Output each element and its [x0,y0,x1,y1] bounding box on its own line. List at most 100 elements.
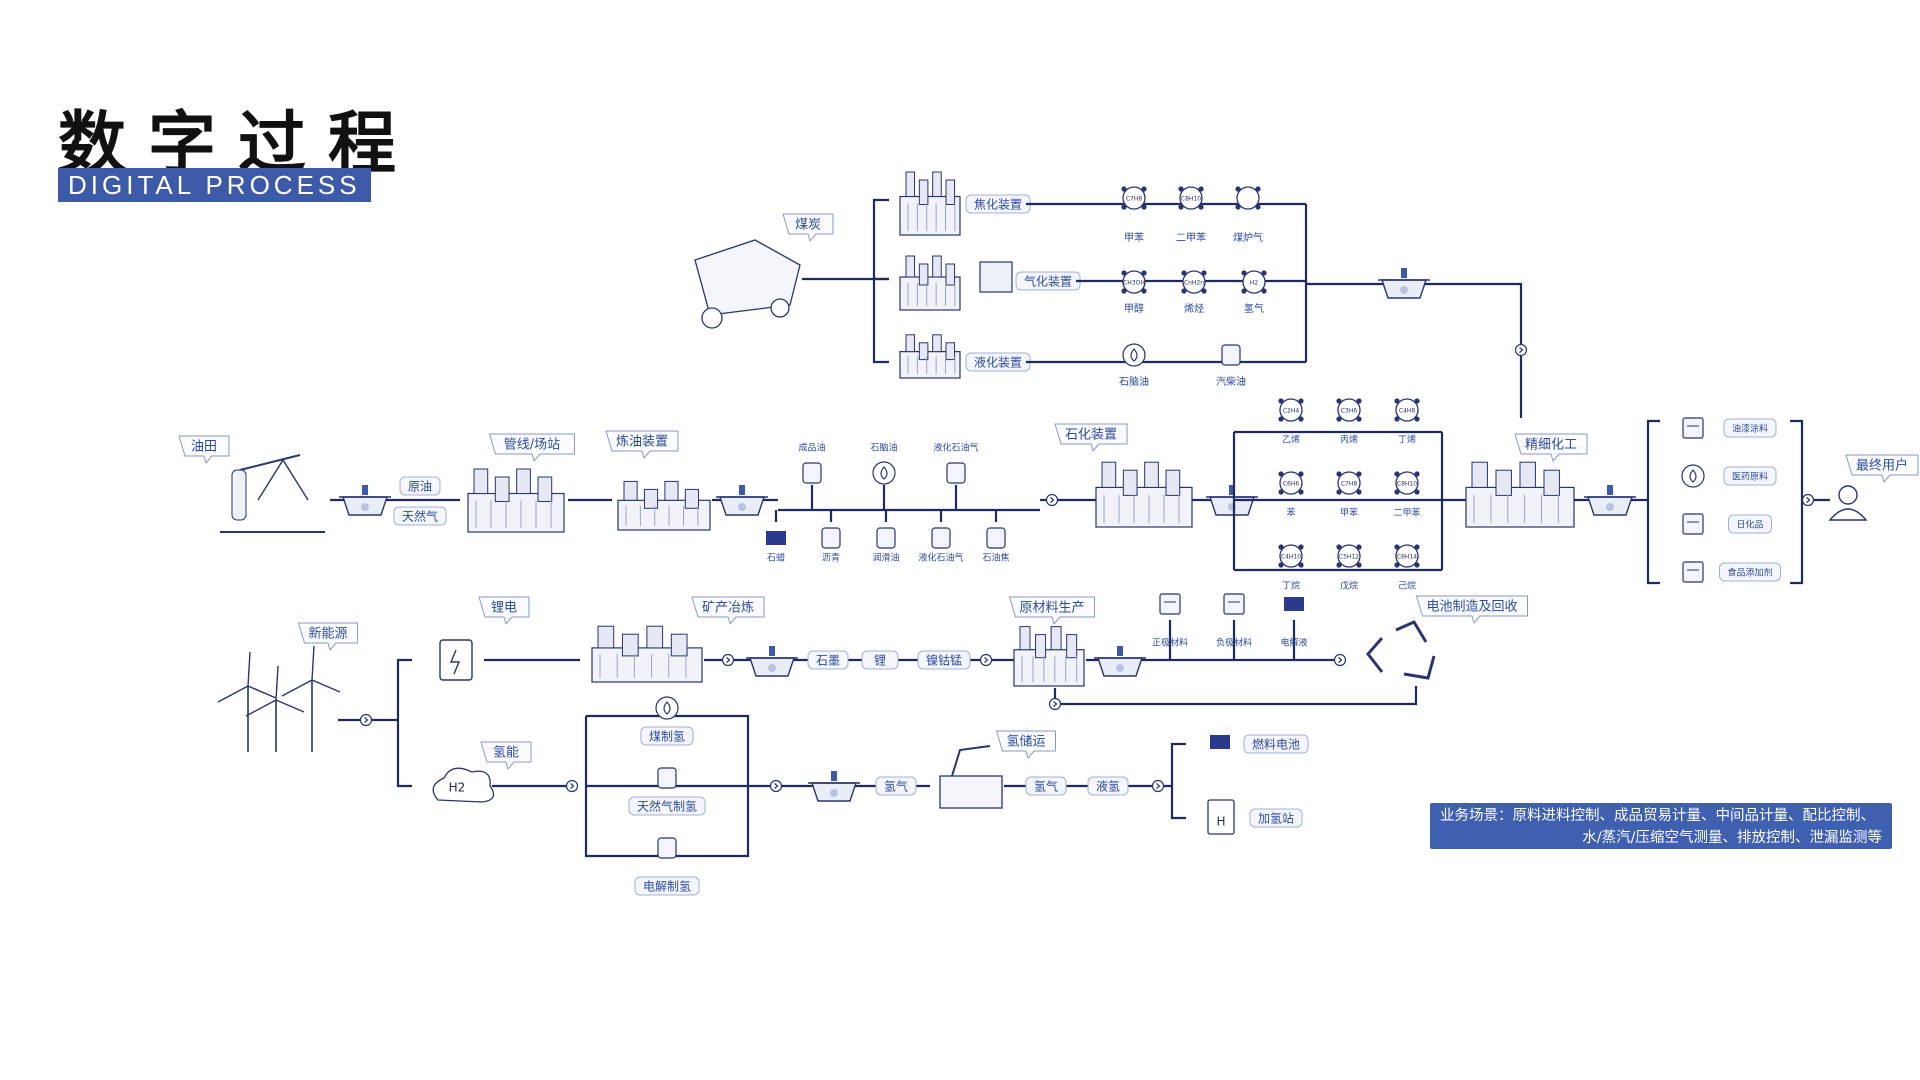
battery-material-label: 电解液 [1280,637,1307,649]
molecule-formula: C8H10 [1397,481,1417,488]
recycle-icon [1366,620,1436,680]
refinery-bottom-product-icon [931,527,951,549]
oilfield-label: 油田 [178,435,230,464]
refinery-icon [617,480,711,531]
end-user-label-bubble [1845,454,1919,483]
molecule-ring [1279,471,1303,495]
hydrogen-station-icon [1207,799,1235,835]
refinery-bottom-product-label: 液化石油气 [918,552,963,564]
flowmeter-transmitter [1117,646,1123,656]
product-shape [1682,417,1704,439]
molecule-ring [1337,398,1361,422]
refinery-top-product-label: 液化石油气 [933,442,978,454]
plant-tower [623,480,638,501]
coking-product-label: 煤炉气 [1233,231,1263,244]
chevron-ring [721,653,735,667]
new-energy-chevron-icon [359,713,373,727]
refinery-top-product-label: 成品油 [798,442,825,454]
refinery-bottom-product-label: 石油焦 [982,552,1009,564]
drop-ring [872,461,896,485]
coking-label: 焦化装置 [965,194,1031,214]
cloud-shape [432,767,495,803]
product-shape [1682,561,1704,583]
end-product-icon [1682,561,1704,583]
coking-product-icon: C8H10 [1178,186,1204,210]
molecule-formula: C5H12 [1339,554,1359,561]
product-shape [1682,513,1704,535]
molecule-atom [1394,544,1400,550]
oilfield-label-text: 油田 [191,440,217,455]
turbine-blades [245,665,305,717]
end-product-bracket [1646,419,1660,585]
grid-shape [1210,735,1230,749]
fine-chem-label-bubble [1514,433,1588,462]
molecule-ring [1395,398,1419,422]
plant-tower [621,633,639,657]
petrochem-label: 石化装置 [1054,423,1128,452]
plant-tower [1519,461,1536,488]
hydrogen-liquid-label-box [1087,776,1129,796]
end-product-bracket-right [1790,419,1804,585]
new-energy-bracket [396,658,412,788]
chevron-mark [1806,497,1811,503]
refinery-bottom-product-icon [821,527,841,549]
chevron-mark [1050,497,1055,503]
tank-shape [946,462,966,484]
molecule-atom [1201,288,1207,294]
hydrogen-gas-label-text: 氢气 [884,779,908,794]
refinery-top-product-icon [872,461,896,485]
refinery-chevron-icon [1045,493,1059,507]
molecule-atom [1356,471,1362,477]
chevron-mark [1156,783,1161,789]
mineral-label-text: 锂 [874,653,886,668]
chem-product-label: 苯 [1286,507,1295,519]
molecule-atom [1414,489,1420,495]
end-product-label: 食品添加剂 [1719,562,1781,582]
flowmeter-dot [830,789,838,797]
molecule-formula: CH3OH [1123,280,1145,287]
raw-material-plant-icon [1013,626,1085,687]
petrochem-label-bubble [1054,423,1128,452]
hydrogen-source-icon [657,837,677,859]
molecule-atom [1298,544,1304,550]
end-product-label: 医药原料 [1723,466,1777,486]
mineral-label-box [917,650,971,670]
battery-material-icon [1223,593,1245,615]
lithium-label-text: 锂电 [491,601,517,616]
molecule-atom [1298,489,1304,495]
hydrogen-source-label-text: 煤制氢 [649,729,685,744]
hydrogen-liquid-gas-label: 氢气 [1025,776,1067,796]
gasification-product-label: 氢气 [1244,302,1264,315]
chem-product-icon: C4H10 [1278,544,1304,568]
scenario-line-1: 业务场景：原料进料控制、成品贸易计量、中间品计量、配比控制、 [1440,808,1875,824]
hydrogen-source-label: 天然气制氢 [628,796,706,816]
mining-flowmeter-icon [746,646,798,677]
hydrogen-source-label-box [634,876,700,896]
chevron-ring [769,779,783,793]
product-shape [1223,593,1245,615]
end-user-chevron-icon [1801,493,1815,507]
new-energy-label-text: 新能源 [308,626,347,642]
molecule-atom [1414,416,1420,422]
refinery-flowmeter-icon [716,485,768,516]
end-product-label-text: 食品添加剂 [1727,567,1772,579]
hydrogen-station-label: 加氢站 [1249,808,1303,828]
liquefaction-product-label: 汽柴油 [1216,375,1246,388]
molecule-formula: CnH2n [1184,280,1204,287]
pumpjack-well [231,469,247,521]
chem-product-icon: C8H10 [1394,471,1420,495]
molecule-atom [1278,489,1284,495]
molecule-formula: H2 [1250,280,1259,287]
refinery-label: 炼油装置 [605,430,679,459]
flowmeter-transmitter [739,485,745,495]
hydrogen-source-label-text: 天然气制氢 [637,799,697,814]
chevron-mark [364,717,369,723]
molecule-ring [1122,186,1146,210]
recycle-arrows [1366,620,1436,680]
molecule-atom [1356,416,1362,422]
molecule-ring [1337,544,1361,568]
plant-tower [1019,626,1031,651]
recycle-label-bubble [1416,595,1528,624]
molecule-atom [1235,204,1241,210]
